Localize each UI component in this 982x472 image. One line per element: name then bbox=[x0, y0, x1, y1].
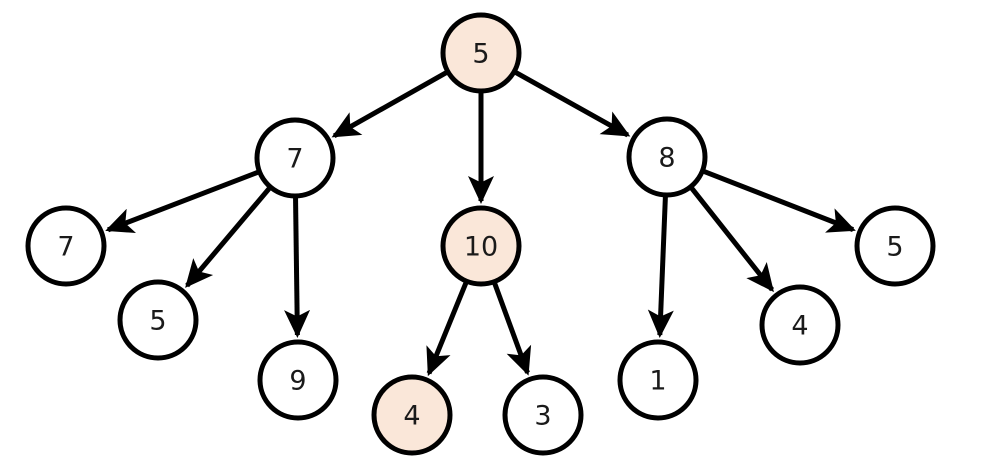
edges-layer bbox=[105, 69, 856, 377]
tree-edge bbox=[331, 69, 449, 139]
tree-node-circle-highlighted[interactable] bbox=[371, 374, 453, 456]
tree-edge bbox=[689, 186, 775, 293]
tree-node-circle-highlighted[interactable] bbox=[440, 12, 522, 94]
tree-node[interactable]: 7 bbox=[254, 117, 336, 199]
tree-node-circle[interactable] bbox=[257, 339, 339, 421]
tree-node[interactable]: 5 bbox=[854, 205, 936, 287]
tree-node-circle[interactable] bbox=[854, 205, 936, 287]
tree-node[interactable]: 1 bbox=[617, 339, 699, 421]
tree-node[interactable]: 5 bbox=[440, 12, 522, 94]
tree-node-circle[interactable] bbox=[759, 284, 841, 366]
tree-node[interactable]: 7 bbox=[25, 205, 107, 287]
tree-edge bbox=[513, 69, 631, 138]
tree-node-circle[interactable] bbox=[617, 339, 699, 421]
tree-edge bbox=[185, 186, 272, 288]
tree-node[interactable]: 3 bbox=[502, 374, 584, 456]
tree-edge bbox=[492, 281, 532, 376]
tree-edge bbox=[702, 168, 856, 233]
tree-node[interactable]: 8 bbox=[626, 116, 708, 198]
tree-node[interactable]: 9 bbox=[257, 339, 339, 421]
tree-node[interactable]: 4 bbox=[371, 374, 453, 456]
tree-node-circle[interactable] bbox=[25, 205, 107, 287]
tree-node-circle-highlighted[interactable] bbox=[440, 205, 522, 287]
tree-node-circle[interactable] bbox=[502, 374, 584, 456]
tree-node[interactable]: 10 bbox=[440, 205, 522, 287]
tree-node-circle[interactable] bbox=[626, 116, 708, 198]
tree-node[interactable]: 4 bbox=[759, 284, 841, 366]
tree-node-circle[interactable] bbox=[117, 279, 199, 361]
tree-edge bbox=[105, 169, 260, 234]
tree-edge bbox=[426, 281, 469, 377]
tree-edge bbox=[284, 196, 311, 339]
tree-node[interactable]: 5 bbox=[117, 279, 199, 361]
tree-node-circle[interactable] bbox=[254, 117, 336, 199]
tree-edge bbox=[647, 195, 674, 339]
